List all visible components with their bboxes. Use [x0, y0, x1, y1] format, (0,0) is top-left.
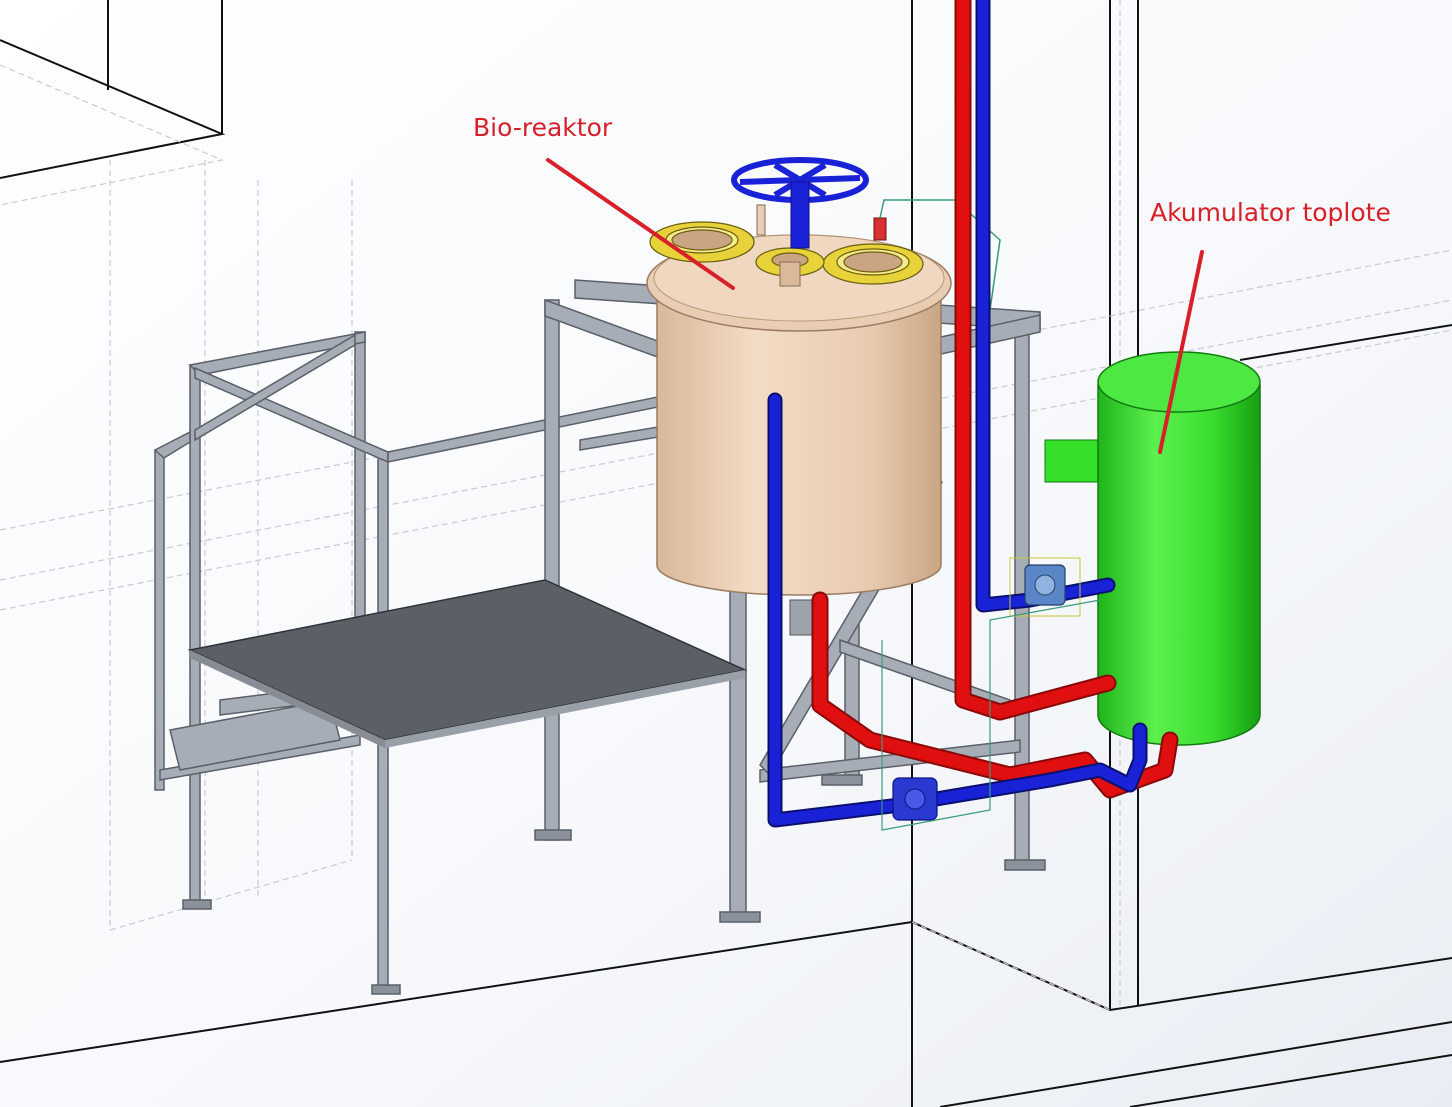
callout-line-accumulator: [1158, 250, 1204, 454]
bioreactor-tank: [646, 234, 952, 636]
hot-pipes: [811, 0, 1179, 799]
control-wiring: [881, 599, 1101, 831]
bioreactor-label: Bio-reaktor: [473, 113, 613, 142]
pump-valve-lower: [892, 777, 938, 821]
lid-flanges: [649, 204, 924, 287]
mixer-shaft: [790, 181, 810, 249]
pump-valve-upper: [1009, 557, 1081, 617]
platform-plate-edge: [190, 650, 385, 748]
platform-plate-edge-front: [385, 670, 745, 748]
cold-pipes: [767, 0, 1148, 828]
heat-accumulator-label: Akumulator toplote: [1150, 198, 1391, 227]
callout-lines: [546, 158, 1204, 454]
callout-line-bioreactor: [546, 158, 735, 290]
heat-accumulator: [1044, 351, 1261, 746]
